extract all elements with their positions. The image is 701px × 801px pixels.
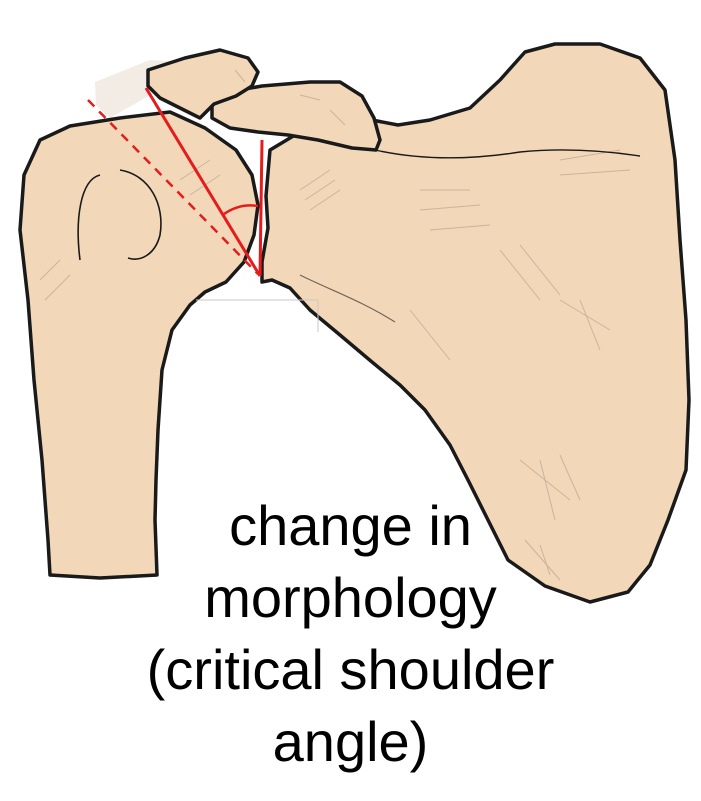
caption-line-1: change in (0, 490, 701, 562)
caption-line-2: morphology (0, 562, 701, 634)
glenoid-line (260, 140, 262, 276)
figure-caption: change in morphology (critical shoulder … (0, 490, 701, 778)
caption-line-4: angle) (0, 706, 701, 778)
caption-line-3: (critical shoulder (0, 634, 701, 706)
